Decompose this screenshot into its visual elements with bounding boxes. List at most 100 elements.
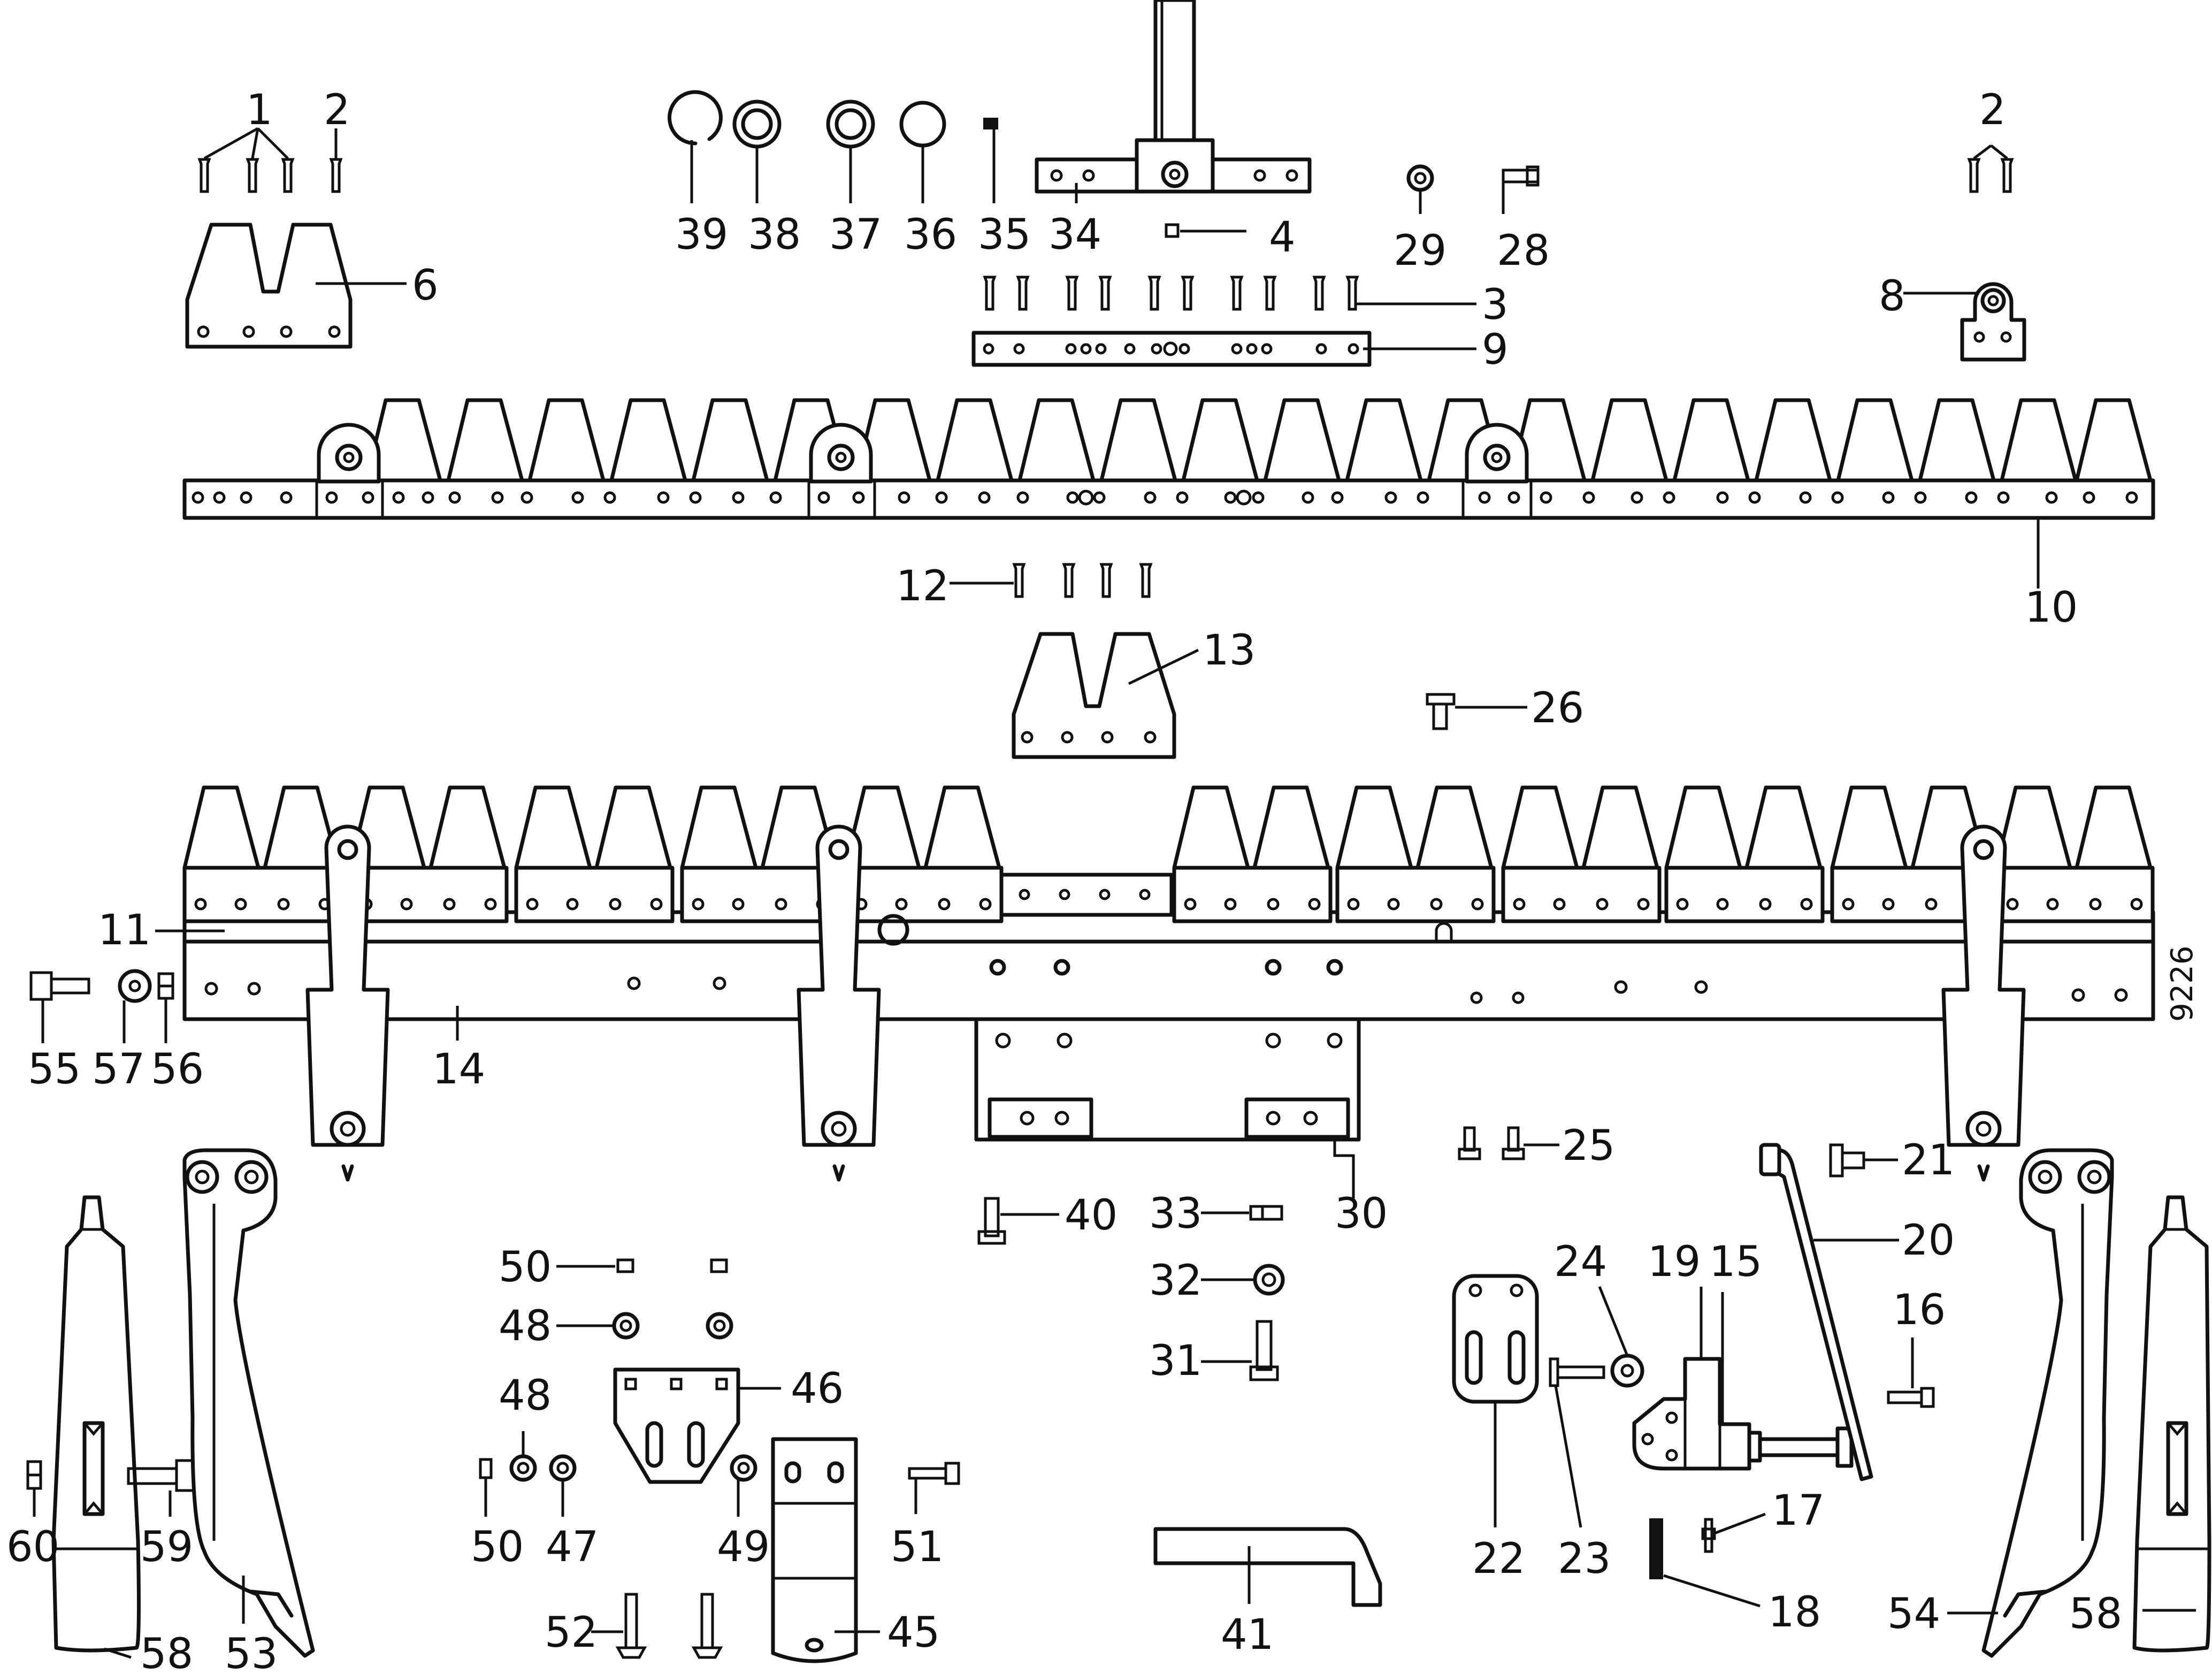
callout-48: 48: [499, 1302, 552, 1350]
callout-58: 58: [2069, 1590, 2122, 1638]
part-4-nut: [1165, 223, 1246, 238]
part-39-circlip: [667, 90, 723, 203]
part-13-knife-section: [1012, 632, 1199, 759]
part-21-bolt: [1829, 1143, 1898, 1178]
callout-23: 23: [1558, 1535, 1611, 1583]
callout-52: 52: [545, 1609, 598, 1657]
part-29-nut: [1406, 164, 1434, 214]
callout-58: 58: [140, 1630, 193, 1674]
callout-31: 31: [1149, 1337, 1202, 1385]
part-34-knife-head: [1035, 0, 1312, 203]
part-55-bolt: [29, 971, 90, 1043]
callout-39: 39: [675, 211, 728, 259]
part-37-washer: [826, 100, 875, 203]
part-15-drive-unit: [1632, 1292, 1854, 1471]
callout-51: 51: [891, 1523, 944, 1571]
callout-2: 2: [324, 86, 350, 134]
callout-21: 21: [1902, 1136, 1955, 1184]
callout-59: 59: [140, 1523, 193, 1571]
part-25-bolts: [1458, 1126, 1559, 1160]
callout-50: 50: [471, 1523, 524, 1571]
callout-13: 13: [1203, 626, 1256, 675]
part-50-nuts-upper: [556, 1258, 728, 1273]
part-45-strap: [771, 1437, 880, 1663]
callout-9: 9: [1482, 326, 1509, 374]
callout-53: 53: [225, 1630, 278, 1674]
part-24-washer: [1598, 1286, 1644, 1388]
part-10-knife-assembly: [182, 400, 2155, 588]
part-58-divider-left: [51, 1195, 141, 1659]
callout-37: 37: [829, 211, 882, 259]
knife-guard-left: [305, 824, 390, 1182]
part-40-bolt: [977, 1197, 1059, 1245]
part-50-nut-lower: [479, 1458, 493, 1517]
part-22-plate: [1452, 1274, 1539, 1527]
part-18-spring: [1649, 1518, 1761, 1608]
callout-33: 33: [1149, 1190, 1202, 1238]
part-60-nut: [26, 1460, 42, 1517]
callout-45: 45: [887, 1609, 940, 1657]
callout-40: 40: [1065, 1191, 1118, 1240]
callout-60: 60: [6, 1523, 59, 1571]
callout-22: 22: [1472, 1535, 1525, 1583]
part-58-divider-right: [2132, 1195, 2211, 1653]
callout-49: 49: [717, 1523, 770, 1571]
part-30-plate: [974, 1017, 1361, 1198]
part-48-washers-upper: [556, 1312, 733, 1340]
callout-34: 34: [1048, 211, 1101, 259]
callout-48: 48: [499, 1372, 552, 1420]
part-33-nut: [1201, 1205, 1283, 1221]
part-57-washer: [118, 969, 152, 1043]
part-35-pin: [983, 118, 998, 203]
part-48-washer-lower: [509, 1431, 537, 1482]
callout-20: 20: [1902, 1217, 1955, 1265]
callout-29: 29: [1394, 227, 1446, 275]
callout-54: 54: [1887, 1590, 1940, 1638]
part-41-bar: [1153, 1527, 1382, 1607]
callout-3: 3: [1482, 281, 1509, 329]
part-16-bolt: [1887, 1337, 1935, 1408]
callout-19: 19: [1648, 1238, 1701, 1286]
part-26-bolt: [1426, 693, 1527, 730]
part-2-rivet-left: [331, 128, 341, 192]
callout-17: 17: [1772, 1487, 1825, 1535]
callout-47: 47: [546, 1523, 599, 1571]
part-3-rivets: [985, 277, 1476, 309]
part-56-nut: [157, 972, 174, 1043]
part-9-knife-back: [971, 331, 1476, 367]
callout-labels: 1 2 2 3 4 6 8 9 10 11 12 13 14 15 16 17 …: [6, 86, 2122, 1674]
callout-57: 57: [92, 1045, 145, 1094]
part-8-bracket: [1903, 282, 2026, 362]
callout-6: 6: [412, 262, 439, 310]
part-23-bolt: [1549, 1357, 1605, 1528]
callout-56: 56: [151, 1045, 204, 1094]
part-49-washer: [730, 1454, 757, 1517]
callout-10: 10: [2025, 584, 2078, 632]
callout-14: 14: [432, 1045, 485, 1094]
part-6-knife-section: [185, 223, 407, 349]
callout-50: 50: [499, 1243, 552, 1291]
callout-26: 26: [1531, 684, 1584, 732]
part-52-bolts: [591, 1593, 723, 1659]
part-11-14-cutter-bar: [155, 788, 2155, 1041]
callout-18: 18: [1768, 1588, 1821, 1637]
drawing-reference-number: 9226: [2165, 945, 2200, 1022]
part-36-disc: [899, 101, 946, 203]
part-53-skid-left: [182, 1148, 315, 1658]
callout-55: 55: [28, 1045, 81, 1094]
callout-38: 38: [748, 211, 801, 259]
part-31-bolt: [1201, 1320, 1279, 1381]
part-17-screw: [1701, 1512, 1766, 1553]
callout-4: 4: [1269, 213, 1296, 262]
callout-30: 30: [1335, 1190, 1388, 1238]
part-2-rivets-right: [1969, 144, 2012, 192]
callout-16: 16: [1893, 1286, 1946, 1334]
part-59-bolt: [127, 1459, 196, 1517]
callout-25: 25: [1562, 1122, 1615, 1170]
knife-guard-middle: [797, 824, 881, 1182]
callout-2: 2: [1979, 86, 2006, 134]
knife-guard-right: [1941, 824, 2026, 1182]
callout-11: 11: [98, 906, 151, 954]
callout-46: 46: [791, 1365, 844, 1413]
